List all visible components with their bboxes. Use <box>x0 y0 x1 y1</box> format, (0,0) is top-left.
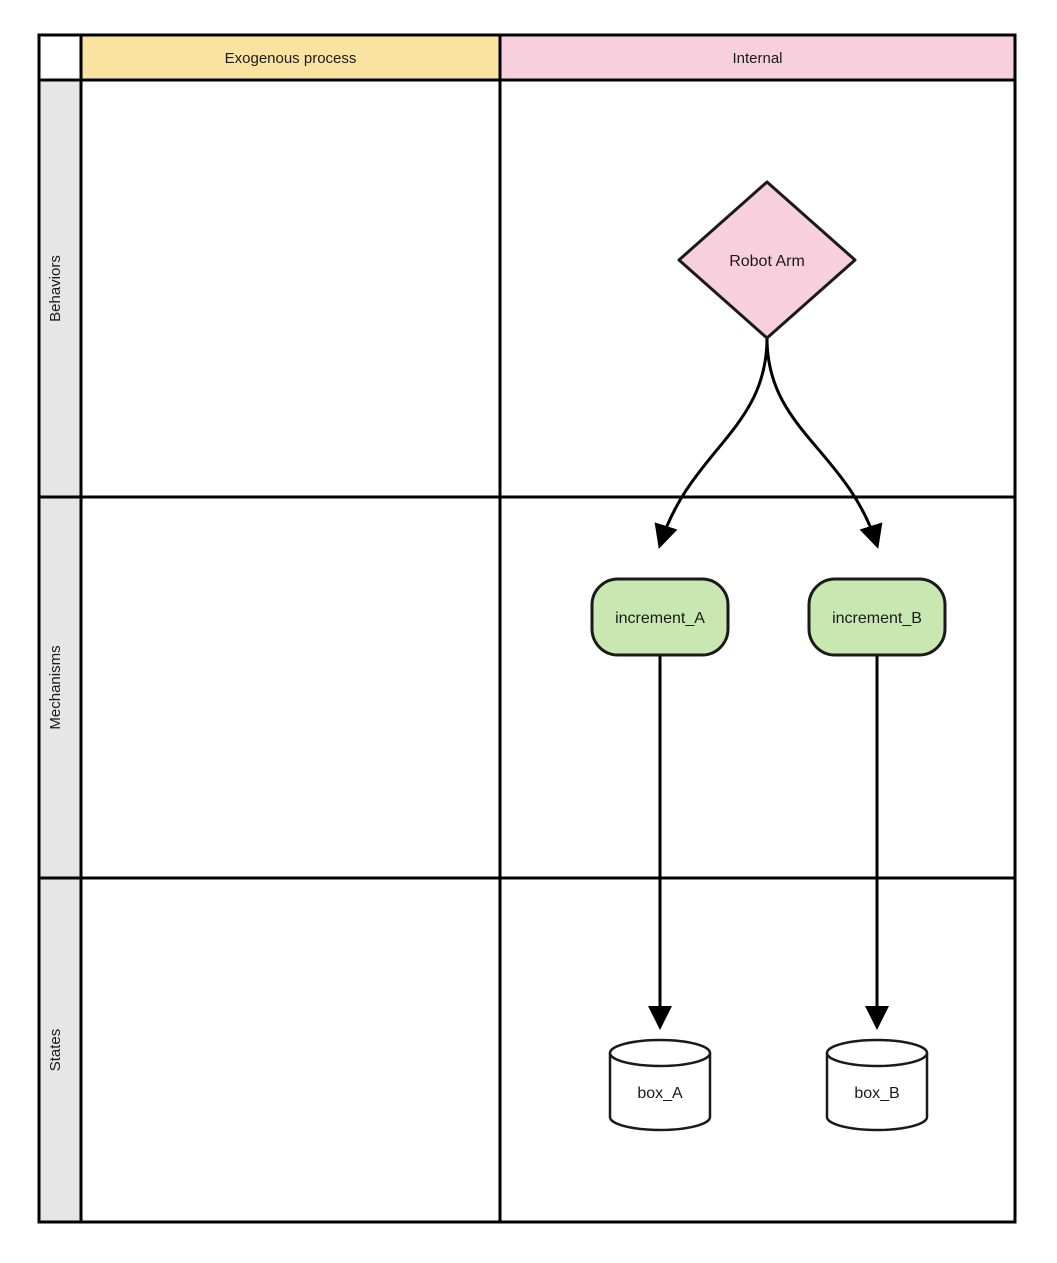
node-robot-arm[interactable]: Robot Arm <box>677 180 857 340</box>
lane-cell-behaviors-exogenous <box>81 80 500 497</box>
edge-layer <box>648 337 889 1030</box>
node-increment-b[interactable]: increment_B <box>807 577 947 657</box>
node-robot-arm-label: Robot Arm <box>729 253 805 270</box>
column-header-exogenous-process-label: Exogenous process <box>225 50 357 67</box>
lane-cell-mechanisms-internal <box>500 497 1015 878</box>
node-increment-a-label: increment_A <box>615 610 705 627</box>
node-increment-b-shape <box>807 577 947 657</box>
row-header-behaviors-label: Behaviors <box>47 255 64 322</box>
lane-cell-states-exogenous <box>81 878 500 1222</box>
row-header-mechanisms-label: Mechanisms <box>47 645 64 729</box>
row-header-states <box>37 876 83 1224</box>
node-box-b-cylinder-body <box>825 1053 929 1132</box>
node-increment-a[interactable]: increment_A <box>590 577 730 657</box>
column-header-internal-label: Internal <box>732 50 782 67</box>
node-box-b[interactable]: box_B <box>825 1038 929 1132</box>
row-header-states-label: States <box>47 1029 64 1072</box>
row-header-behaviors <box>37 78 83 499</box>
node-box-a-cylinder-body <box>608 1053 712 1132</box>
grid-outer-border <box>37 33 1017 1224</box>
node-box-a-label: box_A <box>637 1085 683 1102</box>
lane-cell-states-internal <box>500 878 1015 1222</box>
node-box-b-label: box_B <box>854 1085 899 1102</box>
column-header-exogenous-process <box>79 33 502 82</box>
lane-cell-mechanisms-exogenous <box>81 497 500 878</box>
edge-robot-arm-to-increment-b <box>765 337 883 549</box>
node-robot-arm-diamond-shape <box>677 180 857 340</box>
node-box-a-cylinder-top <box>608 1038 712 1068</box>
node-increment-a-shape <box>590 577 730 657</box>
node-layer: Robot Arm increment_A increment_B box_A <box>590 180 947 1132</box>
node-box-b-cylinder-top <box>825 1038 929 1068</box>
edge-robot-arm-to-increment-a <box>654 337 769 549</box>
node-box-a[interactable]: box_A <box>608 1038 712 1132</box>
swimlane-grid: Exogenous process Internal Behaviors Mec… <box>37 33 1017 1224</box>
node-increment-b-label: increment_B <box>832 610 922 627</box>
